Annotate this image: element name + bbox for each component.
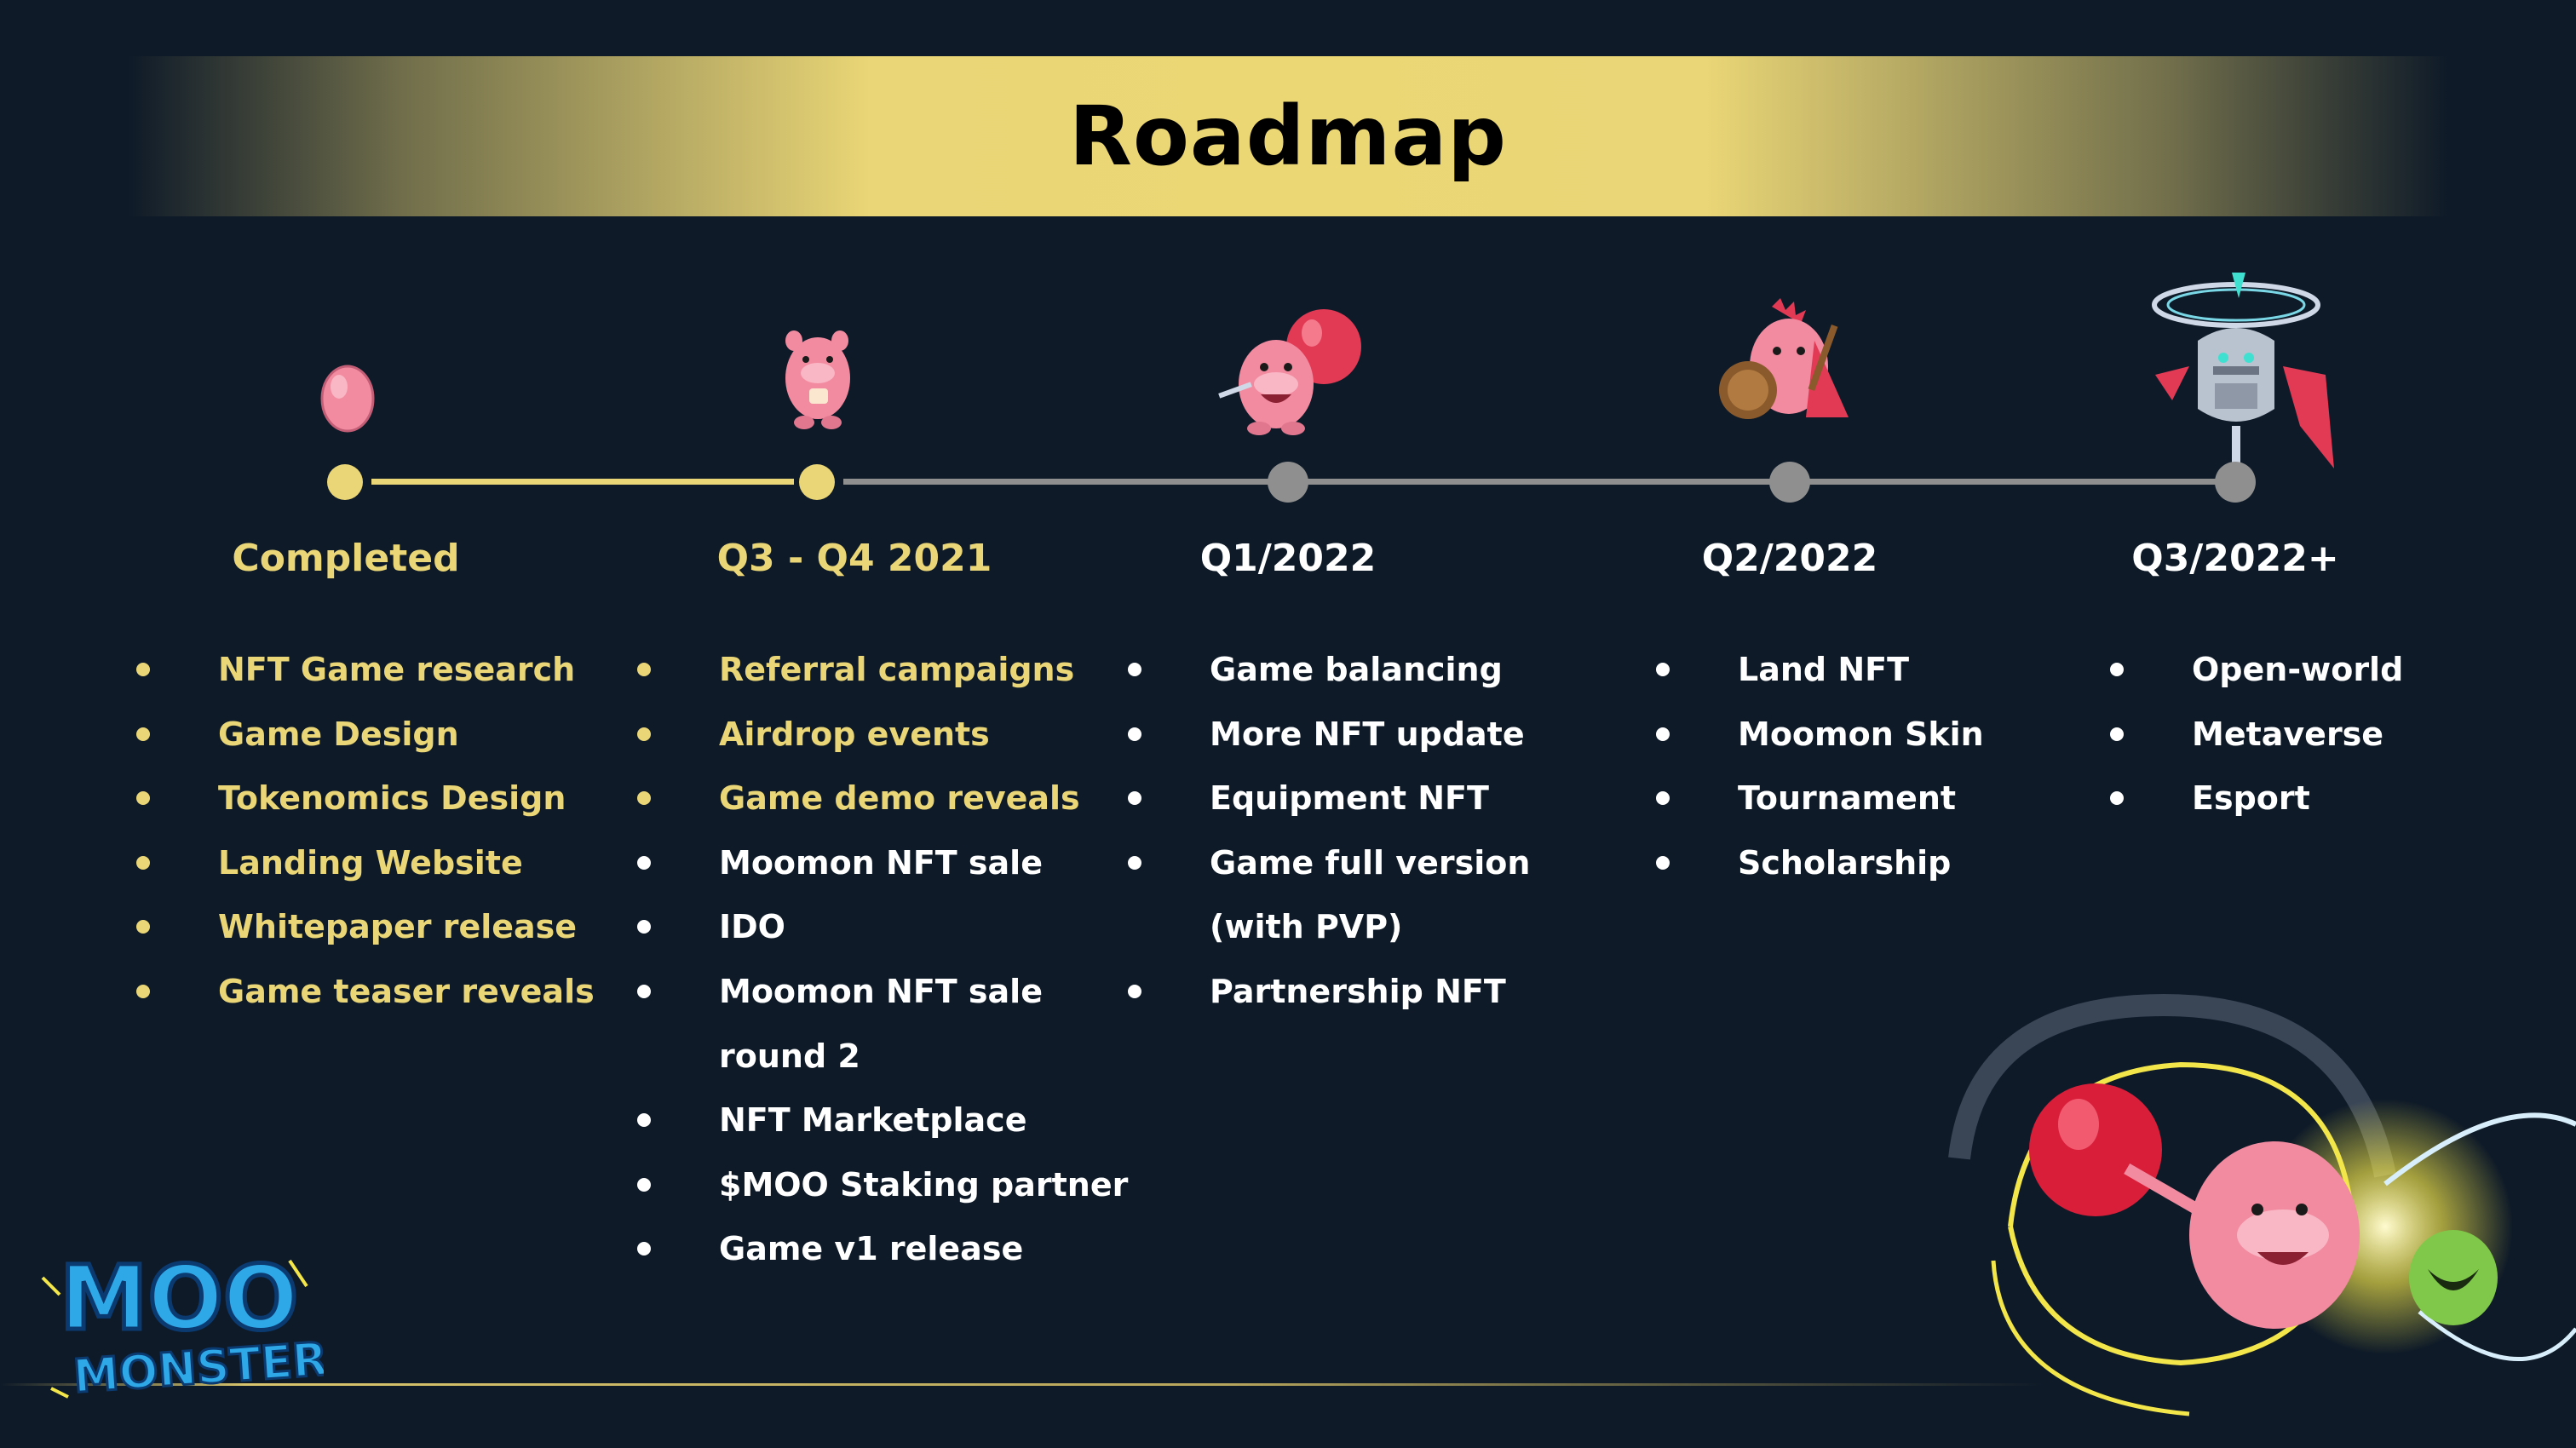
list-item: Partnership NFT	[1128, 966, 1530, 1031]
list-item: Game v1 release	[635, 1223, 1128, 1288]
list-item: $MOO Staking partner	[635, 1159, 1128, 1224]
list-item: Game balancing	[1128, 644, 1530, 709]
list-item: Equipment NFT	[1128, 773, 1530, 837]
list-item: Scholarship	[1656, 837, 1984, 902]
list-item: Moomon Skin	[1656, 709, 1984, 773]
phase-list-completed: NFT Game research Game Design Tokenomics…	[135, 644, 595, 1031]
phase-list-q3-2022-plus: Open-world Metaverse Esport	[2110, 644, 2403, 837]
moo-monster-logo: MOO MONSTER	[41, 1244, 324, 1405]
baby-moomon-icon	[785, 330, 850, 429]
list-item: IDO	[635, 901, 1128, 966]
list-item: NFT Game research	[135, 644, 595, 709]
title-banner: Roadmap	[128, 56, 2448, 216]
timeline-node-q1-2022	[1268, 462, 1308, 503]
list-item: Game Design	[135, 709, 595, 773]
footer-divider	[0, 1383, 2044, 1386]
timeline-node-completed	[327, 464, 363, 500]
timeline-node-q2-2022	[1769, 462, 1810, 503]
list-item-continuation: (with PVP)	[1210, 908, 1403, 946]
timeline-progress-remaining	[843, 479, 2235, 485]
phase-label-q3-q4-2021: Q3 - Q4 2021	[716, 537, 992, 580]
list-item: Referral campaigns	[635, 644, 1128, 709]
list-item: Tokenomics Design	[135, 773, 595, 837]
list-item: Game full version	[1128, 837, 1530, 902]
timeline-node-q3-2022-plus	[2215, 462, 2256, 503]
timeline-progress-done	[371, 479, 794, 485]
list-item: Moomon NFT sale	[635, 966, 1128, 1031]
timeline-node-q3-q4-2021	[799, 464, 835, 500]
moomon-warrior-icon	[1719, 298, 1849, 419]
list-item: More NFT update	[1128, 709, 1530, 773]
list-item: Landing Website	[135, 837, 595, 902]
list-item: Open-world	[2110, 644, 2403, 709]
list-item-continuation: round 2	[719, 1037, 860, 1075]
list-item: Tournament	[1656, 773, 1984, 837]
svg-text:MOO: MOO	[60, 1246, 298, 1350]
list-item: Whitepaper release	[135, 901, 595, 966]
list-item: Game teaser reveals	[135, 966, 595, 1031]
battle-illustration-icon	[1948, 993, 2576, 1416]
phase-label-q3-2022-plus: Q3/2022+	[2131, 537, 2339, 580]
list-item: Game demo reveals	[635, 773, 1128, 837]
phase-label-q2-2022: Q2/2022	[1701, 537, 1878, 580]
list-item: Metaverse	[2110, 709, 2403, 773]
phase-list-q1-2022: Game balancing More NFT update Equipment…	[1128, 644, 1530, 1031]
list-item: Airdrop events	[635, 709, 1128, 773]
egg-icon	[320, 365, 375, 433]
phase-list-q3-q4-2021: Referral campaigns Airdrop events Game d…	[635, 644, 1128, 1288]
robot-knight-icon	[2152, 273, 2334, 468]
list-item: NFT Marketplace	[635, 1095, 1128, 1159]
list-item: Moomon NFT sale	[635, 837, 1128, 902]
phase-label-completed: Completed	[232, 537, 460, 580]
phase-label-q1-2022: Q1/2022	[1199, 537, 1377, 580]
list-item: Land NFT	[1656, 644, 1984, 709]
list-item: Esport	[2110, 773, 2403, 837]
phase-list-q2-2022: Land NFT Moomon Skin Tournament Scholars…	[1656, 644, 1984, 901]
moomon-balloon-icon	[1218, 309, 1361, 435]
page-title: Roadmap	[1069, 89, 1507, 184]
